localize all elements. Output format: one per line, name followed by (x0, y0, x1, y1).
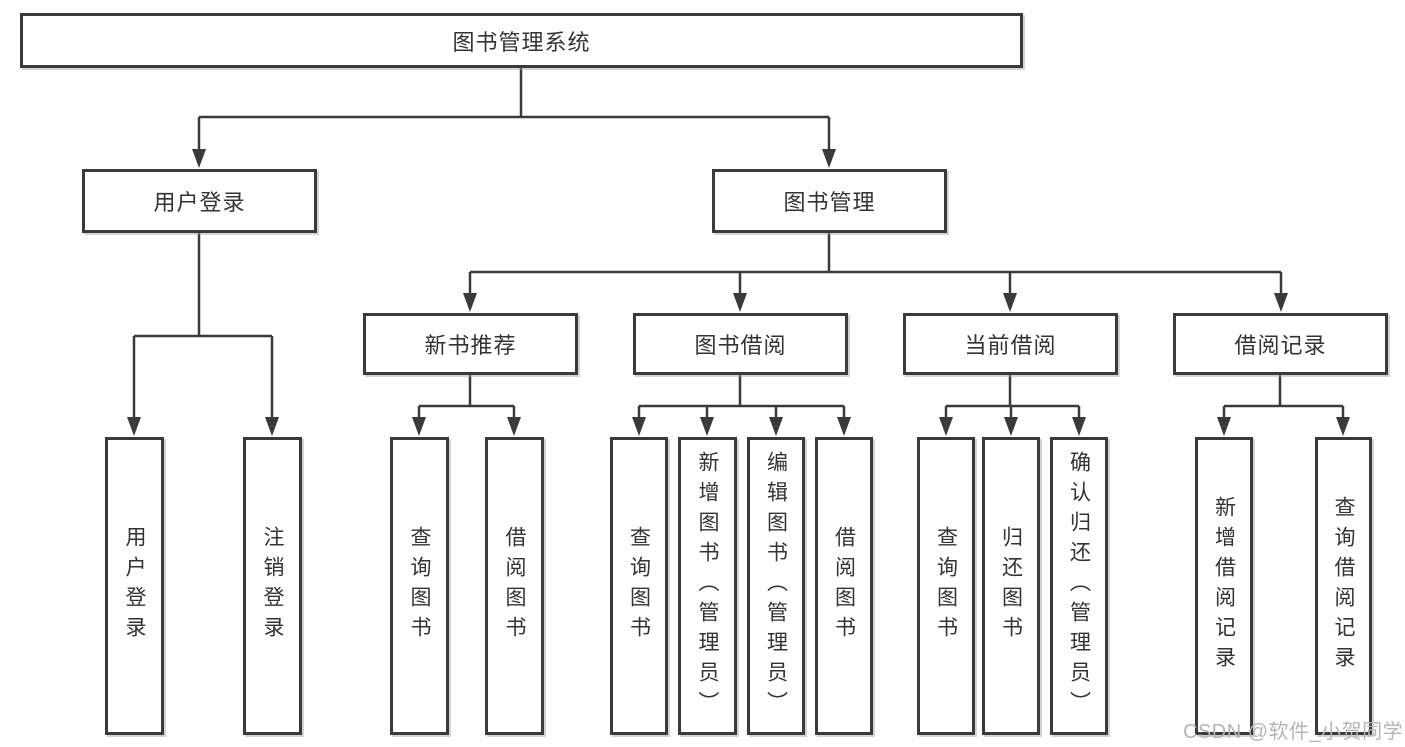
leaf-nbr-query-books: 查询图书 (390, 437, 449, 735)
arrowheads (127, 149, 1350, 436)
node-book-borrow: 图书借阅 (633, 313, 848, 375)
leaf-bb-borrow-books: 借阅图书 (815, 437, 873, 735)
csdn-watermark: CSDN @软件_小贺同学 (1183, 721, 1404, 743)
leaf-nbr-borrow-books: 借阅图书 (485, 437, 544, 735)
leaf-cb-confirm-return-admin: 确认归还（管理员） (1050, 437, 1108, 735)
node-library-management-system: 图书管理系统 (20, 13, 1023, 68)
node-new-book-recommend: 新书推荐 (363, 313, 578, 375)
leaf-cb-return-books: 归还图书 (982, 437, 1040, 735)
node-book-management-branch: 图书管理 (712, 169, 947, 233)
leaf-bb-query-books: 查询图书 (610, 437, 668, 735)
node-borrow-records: 借阅记录 (1173, 313, 1388, 375)
leaf-bb-edit-books-admin: 编辑图书（管理员） (747, 437, 805, 735)
node-user-login-branch: 用户登录 (82, 169, 317, 233)
node-current-borrow: 当前借阅 (903, 313, 1118, 375)
leaf-user-login: 用户登录 (105, 437, 164, 735)
leaf-bb-add-books-admin: 新增图书（管理员） (678, 437, 737, 735)
leaf-cb-query-books: 查询图书 (917, 437, 975, 735)
leaf-br-add-record: 新增借阅记录 (1195, 437, 1253, 735)
leaf-br-query-record: 查询借阅记录 (1315, 437, 1372, 735)
leaf-logout: 注销登录 (243, 437, 302, 735)
